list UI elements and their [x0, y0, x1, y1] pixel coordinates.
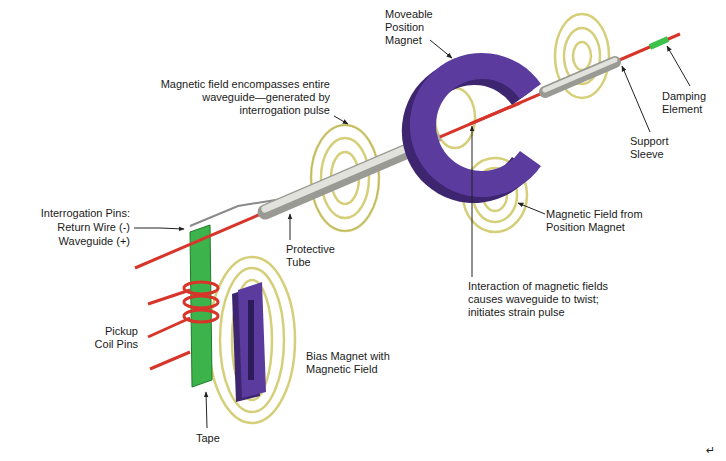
coil-turn	[184, 296, 218, 308]
field-ring	[209, 257, 295, 423]
callout-label: Waveguide (+)	[6, 235, 130, 248]
waveguide-wire	[470, 103, 520, 124]
leader-line	[667, 46, 690, 86]
callout-label: Pickup Coil Pins	[92, 325, 138, 351]
callout-label: Bias Magnet with Magnetic Field	[306, 350, 408, 376]
field-ring	[573, 42, 591, 70]
callout-label: Interrogation Pins:	[6, 207, 130, 220]
tube-highlight	[265, 149, 405, 209]
callout-label: Magnetic Field from Position Magnet	[546, 208, 658, 234]
callout-label: Damping Element	[662, 90, 722, 116]
callout-label: Tape	[196, 432, 236, 445]
callout-label: Interaction of magnetic fields causes wa…	[468, 280, 626, 319]
callout-label: Moveable Position Magnet	[385, 8, 447, 47]
coil-turn	[184, 310, 218, 322]
bias-magnet-slot	[248, 300, 254, 380]
coil-pin	[150, 352, 190, 369]
bias-magnet	[238, 282, 266, 398]
leader-line	[622, 66, 650, 132]
pickup-coil	[148, 282, 218, 369]
callout-label: ↵	[706, 444, 722, 457]
waveguide-wire	[135, 34, 680, 268]
damping-element	[650, 39, 668, 47]
sleeve-highlight	[545, 60, 615, 90]
leader-line	[290, 214, 291, 240]
leader-line	[334, 116, 348, 124]
coil-pin	[148, 318, 190, 337]
callout-label: Magnetic field encompasses entire wavegu…	[160, 78, 330, 117]
callout-label: Return Wire (-)	[6, 221, 130, 234]
coil-turn	[184, 282, 218, 294]
leader-line	[134, 228, 184, 229]
leader-line	[206, 392, 207, 428]
leader-line	[472, 126, 473, 277]
leader-line	[518, 203, 545, 214]
field-ring	[220, 268, 284, 412]
leader-lines	[134, 40, 690, 428]
leader-line	[430, 40, 452, 58]
bias-field	[209, 257, 295, 423]
position-magnet	[410, 53, 541, 197]
callout-label: Support Sleeve	[630, 135, 690, 161]
callout-label: Protective Tube	[286, 243, 348, 269]
